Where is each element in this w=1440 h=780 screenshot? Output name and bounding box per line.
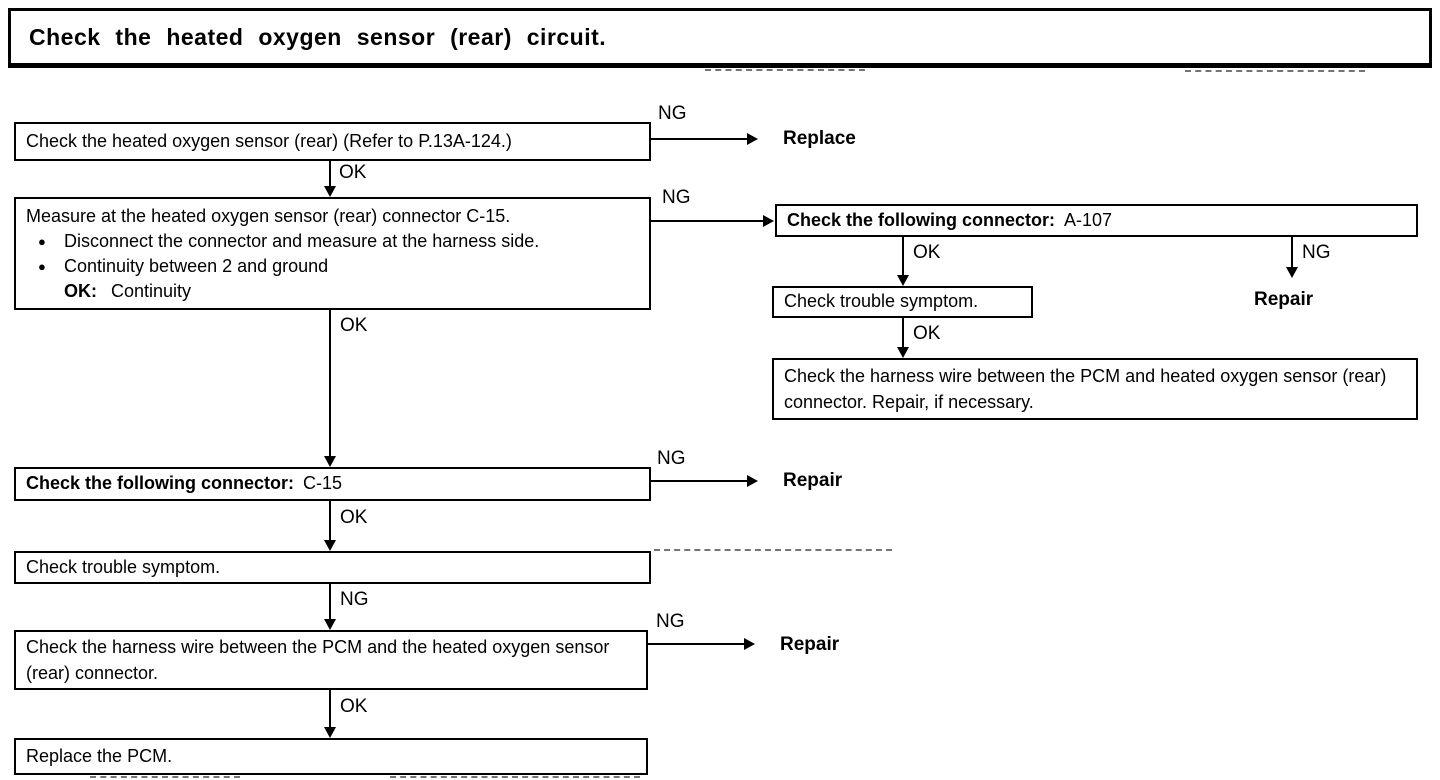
scan-artifact (90, 776, 240, 778)
edge-label-ng: NG (656, 611, 685, 632)
arrowhead-down-icon (897, 275, 909, 286)
terminal-repair: Repair (1254, 289, 1314, 310)
edge-label-ok: OK (913, 323, 941, 344)
node-text: Check the harness wire between the PCM a… (26, 637, 610, 683)
terminal-repair: Repair (780, 634, 840, 655)
node-text-label: Check the following connector: (26, 473, 295, 494)
arrowhead-right-icon (744, 638, 755, 650)
edge-label-ok: OK (340, 507, 368, 528)
node-text-value: C-15 (303, 473, 343, 494)
flowchart-title-box: Check the heated oxygen sensor (rear) ci… (8, 8, 1432, 68)
connector-line (329, 690, 331, 728)
arrowhead-right-icon (747, 133, 758, 145)
edge-label-ok: OK (340, 315, 368, 336)
edge-label-ng: NG (1302, 242, 1331, 263)
edge-label-ok: OK (339, 162, 367, 183)
arrowhead-down-icon (324, 186, 336, 197)
node-harness-left: Check the harness wire between the PCM a… (14, 630, 648, 690)
arrowhead-down-icon (324, 619, 336, 630)
connector-line (329, 584, 331, 620)
node-replace-pcm: Replace the PCM. (14, 738, 648, 775)
flowchart-title: Check the heated oxygen sensor (rear) ci… (29, 23, 607, 50)
connector-line (651, 220, 763, 222)
arrowhead-down-icon (1286, 267, 1298, 278)
bullet-item: ● Disconnect the connector and measure at… (26, 229, 539, 254)
node-check-sensor: Check the heated oxygen sensor (rear) (R… (14, 122, 651, 161)
scan-artifact (705, 69, 865, 71)
connector-line (329, 161, 331, 187)
connector-line (329, 501, 331, 541)
arrowhead-right-icon (763, 215, 774, 227)
edge-label-ok: OK (913, 242, 941, 263)
node-harness-right: Check the harness wire between the PCM a… (772, 358, 1418, 420)
node-text: Check trouble symptom. (26, 556, 221, 577)
node-text: Check the harness wire between the PCM a… (784, 366, 1387, 412)
terminal-repair: Repair (783, 470, 843, 491)
connector-line (651, 138, 747, 140)
node-connector-a107: Check the following connector: A-107 (775, 204, 1418, 237)
connector-line (651, 480, 747, 482)
node-text: Check trouble symptom. (784, 291, 979, 312)
ok-value: Continuity (111, 280, 192, 301)
connector-line (1291, 237, 1293, 268)
connector-line (648, 643, 744, 645)
connector-line (329, 310, 331, 456)
bullet-text: Continuity between 2 and ground (64, 255, 329, 276)
node-connector-c15: Check the following connector: C-15 (14, 467, 651, 501)
node-text-value: A-107 (1064, 209, 1113, 230)
connector-line (902, 237, 904, 276)
bullet-icon: ● (38, 258, 46, 274)
arrowhead-down-icon (897, 347, 909, 358)
edge-label-ng: NG (662, 187, 691, 208)
node-trouble-symptom-right: Check trouble symptom. (772, 286, 1033, 318)
bullet-item: ● Continuity between 2 and ground (26, 254, 328, 279)
node-text-label: Check the following connector: (787, 209, 1056, 230)
edge-label-ng: NG (658, 103, 687, 124)
arrowhead-down-icon (324, 540, 336, 551)
node-text: Check the heated oxygen sensor (rear) (R… (26, 130, 512, 151)
node-trouble-symptom-left: Check trouble symptom. (14, 551, 651, 584)
scan-artifact (654, 549, 892, 551)
arrowhead-down-icon (324, 727, 336, 738)
terminal-replace: Replace (783, 128, 856, 149)
bullet-icon: ● (38, 233, 46, 249)
edge-label-ok: OK (340, 696, 368, 717)
edge-label-ng: NG (657, 448, 686, 469)
scan-artifact (1185, 70, 1365, 72)
edge-label-ng: NG (340, 589, 369, 610)
bullet-text: Disconnect the connector and measure at … (64, 230, 540, 251)
scan-artifact (390, 776, 640, 778)
node-text: Measure at the heated oxygen sensor (rea… (26, 205, 511, 226)
node-text: Replace the PCM. (26, 745, 173, 766)
ok-key: OK: (64, 280, 97, 301)
node-measure-connector: Measure at the heated oxygen sensor (rea… (14, 197, 651, 310)
arrowhead-right-icon (747, 475, 758, 487)
ok-result-line: OK: Continuity (26, 279, 191, 304)
arrowhead-down-icon (324, 456, 336, 467)
connector-line (902, 318, 904, 347)
